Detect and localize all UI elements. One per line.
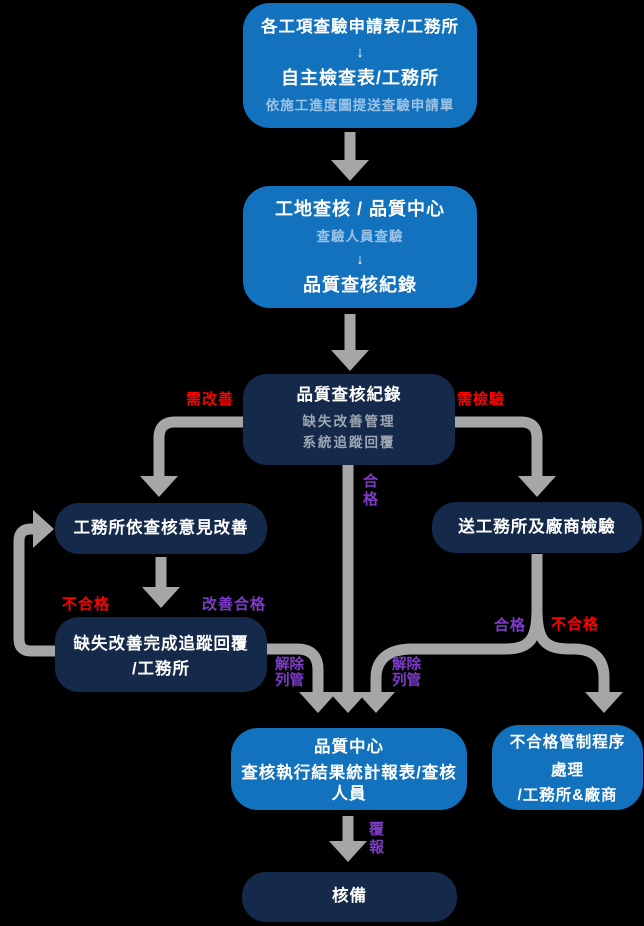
site-audit-line1: 工地查核 / 品質中心 bbox=[274, 198, 445, 219]
down-arrow-glyph: ↓ bbox=[356, 251, 364, 268]
box-site-audit: 工地查核 / 品質中心 查驗人員查驗 ↓ 品質查核紀錄 bbox=[243, 186, 477, 308]
box-send-inspection: 送工務所及廠商檢驗 bbox=[432, 502, 642, 553]
apply-form-line2: 自主檢查表/工務所 bbox=[280, 67, 439, 88]
audit-record-sub1: 缺失改善管理 bbox=[302, 414, 396, 430]
box-improve-per-audit: 工務所依查核意見改善 bbox=[55, 503, 267, 554]
connector-improve-to-trackreply bbox=[142, 557, 180, 608]
box-audit-record: 品質查核紀錄 缺失改善管理 系統追蹤回覆 bbox=[243, 374, 455, 465]
send-inspect-title: 送工務所及廠商檢驗 bbox=[458, 517, 616, 536]
label-fail-loop: 不合格 bbox=[62, 596, 111, 613]
box-record-filed: 核備 bbox=[242, 872, 457, 922]
connector-sendinspect-fail-to-noncompliance bbox=[531, 609, 623, 713]
site-audit-line2: 品質查核紀錄 bbox=[303, 275, 417, 295]
noncompliance-line1: 不合格管制程序處理 bbox=[509, 733, 626, 780]
label-pass-right: 合格 bbox=[494, 617, 527, 634]
noncompliance-line2: /工務所&廠商 bbox=[517, 787, 618, 805]
down-arrow-glyph: ↓ bbox=[356, 43, 364, 61]
quality-center-line2: 查核執行結果統計報表/查核人員 bbox=[241, 763, 457, 804]
connector-trackreply-to-qualitycenter bbox=[267, 643, 337, 713]
label-delist-left: 解除列管 bbox=[275, 657, 304, 689]
connector-auditrecord-to-improve bbox=[140, 416, 243, 497]
label-improve-pass: 改善合格 bbox=[202, 596, 267, 613]
box-quality-center-report: 品質中心 查核執行結果統計報表/查核人員 bbox=[231, 728, 467, 810]
track-reply-line2: /工務所 bbox=[131, 660, 191, 679]
connector-applyform-to-siteaudit bbox=[331, 132, 369, 181]
box-inspection-application: 各工項查驗申請表/工務所 ↓ 自主檢查表/工務所 依施工進度圖提送查驗申請單 bbox=[243, 3, 477, 128]
label-need-inspect: 需檢驗 bbox=[457, 391, 506, 408]
connector-qualitycenter-to-recordfiled bbox=[329, 816, 367, 862]
box-track-reply: 缺失改善完成追蹤回覆 /工務所 bbox=[55, 617, 267, 692]
apply-form-note: 依施工進度圖提送查驗申請單 bbox=[265, 98, 455, 114]
connector-siteaudit-to-auditrecord bbox=[331, 314, 369, 371]
improve-title: 工務所依查核意見改善 bbox=[73, 518, 249, 537]
connector-trackreply-loop-to-improve bbox=[13, 510, 55, 657]
connector-auditrecord-to-sendinspect bbox=[455, 416, 556, 497]
audit-record-sub2: 系統追蹤回覆 bbox=[302, 435, 396, 451]
track-reply-line1: 缺失改善完成追蹤回覆 bbox=[73, 634, 249, 653]
apply-form-line1: 各工項查驗申請表/工務所 bbox=[260, 17, 460, 36]
audit-record-title: 品質查核紀錄 bbox=[296, 385, 402, 404]
site-audit-note: 查驗人員查驗 bbox=[316, 229, 404, 244]
connector-auditrecord-pass-to-qualitycenter bbox=[329, 465, 367, 713]
label-report-back: 覆報 bbox=[367, 821, 384, 857]
label-fail-right: 不合格 bbox=[551, 616, 600, 633]
quality-center-line1: 品質中心 bbox=[314, 738, 384, 757]
box-noncompliance-procedure: 不合格管制程序處理 /工務所&廠商 bbox=[492, 725, 643, 810]
label-pass-center: 合格 bbox=[361, 473, 378, 509]
label-need-improve: 需改善 bbox=[186, 391, 235, 408]
record-filed-title: 核備 bbox=[332, 887, 367, 906]
connector-sendinspect-pass-to-qualitycenter bbox=[357, 609, 543, 713]
label-delist-right: 解除列管 bbox=[392, 657, 421, 689]
